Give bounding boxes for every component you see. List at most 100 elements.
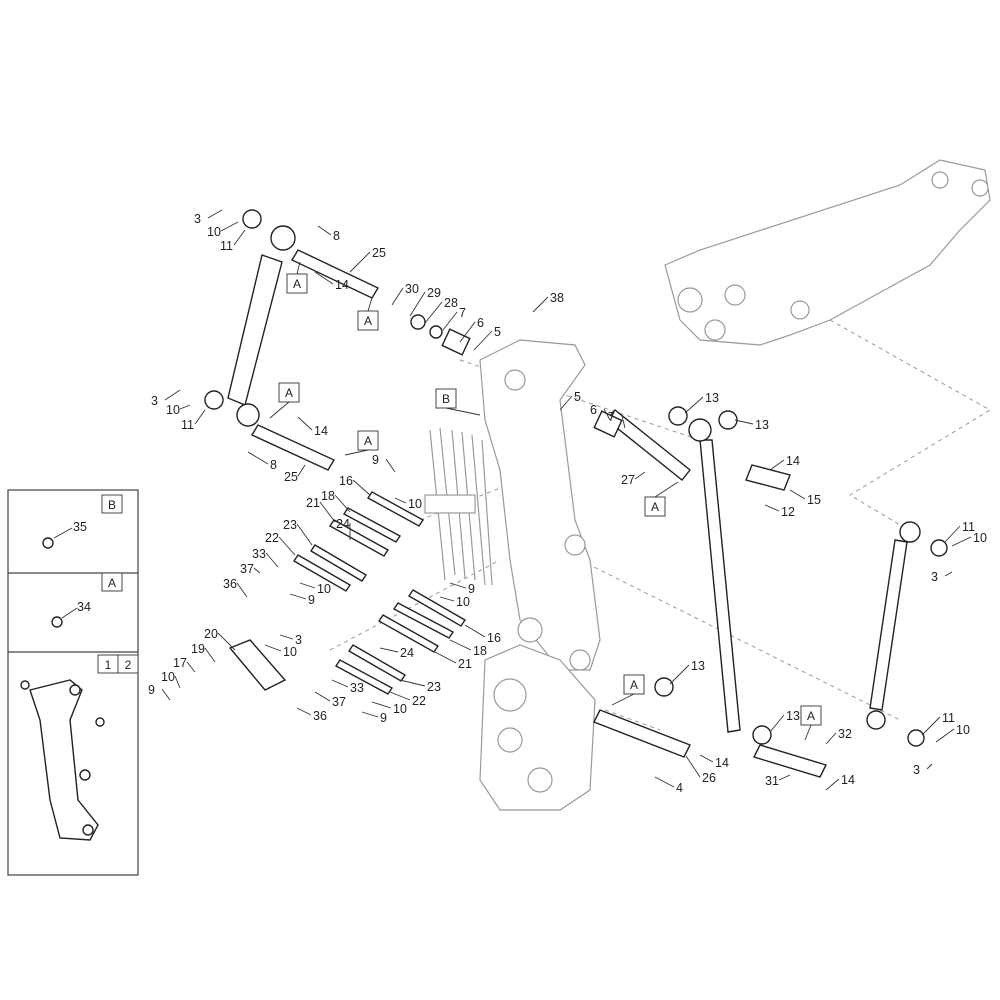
callout-20: 20 bbox=[204, 627, 218, 641]
leader-line bbox=[349, 251, 371, 273]
callout-17: 17 bbox=[173, 656, 187, 670]
callout-10: 10 bbox=[317, 582, 331, 596]
callout-23: 23 bbox=[283, 518, 297, 532]
leader-line bbox=[621, 415, 626, 429]
callout-13: 13 bbox=[755, 418, 769, 432]
grease-fitting-icon bbox=[51, 616, 63, 628]
leader-line bbox=[944, 571, 953, 577]
callout-33: 33 bbox=[252, 547, 266, 561]
callout-27: 27 bbox=[621, 473, 635, 487]
callout-10: 10 bbox=[393, 702, 407, 716]
callout-10: 10 bbox=[456, 595, 470, 609]
leader-line bbox=[352, 479, 371, 496]
leader-line bbox=[603, 408, 611, 421]
leader-line bbox=[319, 501, 336, 523]
callout-11: 11 bbox=[220, 239, 233, 253]
leader-line bbox=[442, 311, 458, 331]
callout-22: 22 bbox=[265, 531, 279, 545]
leader-line bbox=[253, 567, 261, 574]
leader-line bbox=[236, 582, 248, 598]
inset-b-letter: B bbox=[108, 498, 116, 512]
leader-line bbox=[439, 596, 455, 602]
callout-7: 7 bbox=[459, 306, 466, 320]
reference-arrow bbox=[344, 449, 369, 456]
callout-10: 10 bbox=[207, 225, 221, 239]
leader-line bbox=[389, 691, 411, 701]
leader-line bbox=[778, 774, 791, 781]
leader-line bbox=[459, 321, 476, 343]
callout-38: 38 bbox=[550, 291, 564, 305]
reference-letter: A bbox=[630, 678, 638, 692]
callout-6: 6 bbox=[590, 403, 597, 417]
leader-line bbox=[331, 679, 349, 688]
callout-15: 15 bbox=[807, 493, 821, 507]
callout-13: 13 bbox=[786, 709, 800, 723]
callout-14: 14 bbox=[335, 278, 349, 292]
hose-clamps bbox=[228, 491, 466, 695]
callout-7: 7 bbox=[608, 410, 615, 424]
reference-letter: B bbox=[442, 392, 450, 406]
leader-line bbox=[186, 661, 196, 673]
leader-line bbox=[314, 271, 334, 285]
callout-3: 3 bbox=[194, 212, 201, 226]
callout-16: 16 bbox=[487, 631, 501, 645]
callout-33: 33 bbox=[350, 681, 364, 695]
reference-letter: A bbox=[651, 500, 659, 514]
callout-24: 24 bbox=[336, 517, 350, 531]
leader-line bbox=[685, 755, 701, 778]
leader-line bbox=[424, 301, 443, 324]
reference-arrow bbox=[611, 693, 635, 706]
inset-a-letter: A bbox=[108, 576, 116, 590]
callout-9: 9 bbox=[380, 711, 387, 725]
leader-line bbox=[449, 639, 472, 651]
leader-line bbox=[764, 504, 780, 512]
callout-3: 3 bbox=[295, 633, 302, 647]
callout-3: 3 bbox=[151, 394, 158, 408]
assembly-lines bbox=[329, 319, 991, 731]
leader-line bbox=[385, 458, 396, 473]
leader-line bbox=[654, 776, 675, 788]
reference-letter: A bbox=[364, 434, 372, 448]
pins bbox=[250, 249, 827, 778]
callout-37: 37 bbox=[332, 695, 346, 709]
callout-9: 9 bbox=[308, 593, 315, 607]
leader-line bbox=[296, 707, 312, 716]
callout-29: 29 bbox=[427, 286, 441, 300]
leader-line bbox=[371, 701, 392, 709]
leader-lines bbox=[161, 209, 972, 791]
callout-19: 19 bbox=[191, 642, 205, 656]
leader-line bbox=[789, 489, 806, 500]
callout-14: 14 bbox=[786, 454, 800, 468]
leader-line bbox=[394, 497, 407, 504]
leader-line bbox=[769, 714, 785, 733]
callout-5: 5 bbox=[574, 390, 581, 404]
leader-line bbox=[174, 675, 181, 689]
leader-line bbox=[699, 754, 714, 763]
callout-30: 30 bbox=[405, 282, 419, 296]
callout-25: 25 bbox=[372, 246, 386, 260]
callout-11: 11 bbox=[181, 418, 194, 432]
arm-boom bbox=[479, 339, 601, 811]
leader-line bbox=[391, 287, 404, 306]
callout-36: 36 bbox=[223, 577, 237, 591]
leader-line bbox=[434, 651, 457, 664]
leader-line bbox=[951, 536, 972, 547]
inset-b-part: 35 bbox=[73, 520, 87, 534]
leader-line bbox=[532, 296, 549, 313]
reference-arrow bbox=[654, 481, 679, 498]
callout-24: 24 bbox=[400, 646, 414, 660]
leader-line bbox=[278, 536, 296, 556]
reference-arrow bbox=[296, 261, 301, 275]
reference-letter: A bbox=[293, 277, 301, 291]
callout-18: 18 bbox=[321, 489, 335, 503]
washers bbox=[204, 209, 948, 747]
callout-3: 3 bbox=[931, 570, 938, 584]
callout-10: 10 bbox=[166, 403, 180, 417]
callout-9: 9 bbox=[468, 582, 475, 596]
leader-line bbox=[289, 593, 307, 600]
leader-line bbox=[264, 644, 282, 652]
leader-line bbox=[247, 451, 269, 465]
leader-line bbox=[207, 209, 223, 219]
